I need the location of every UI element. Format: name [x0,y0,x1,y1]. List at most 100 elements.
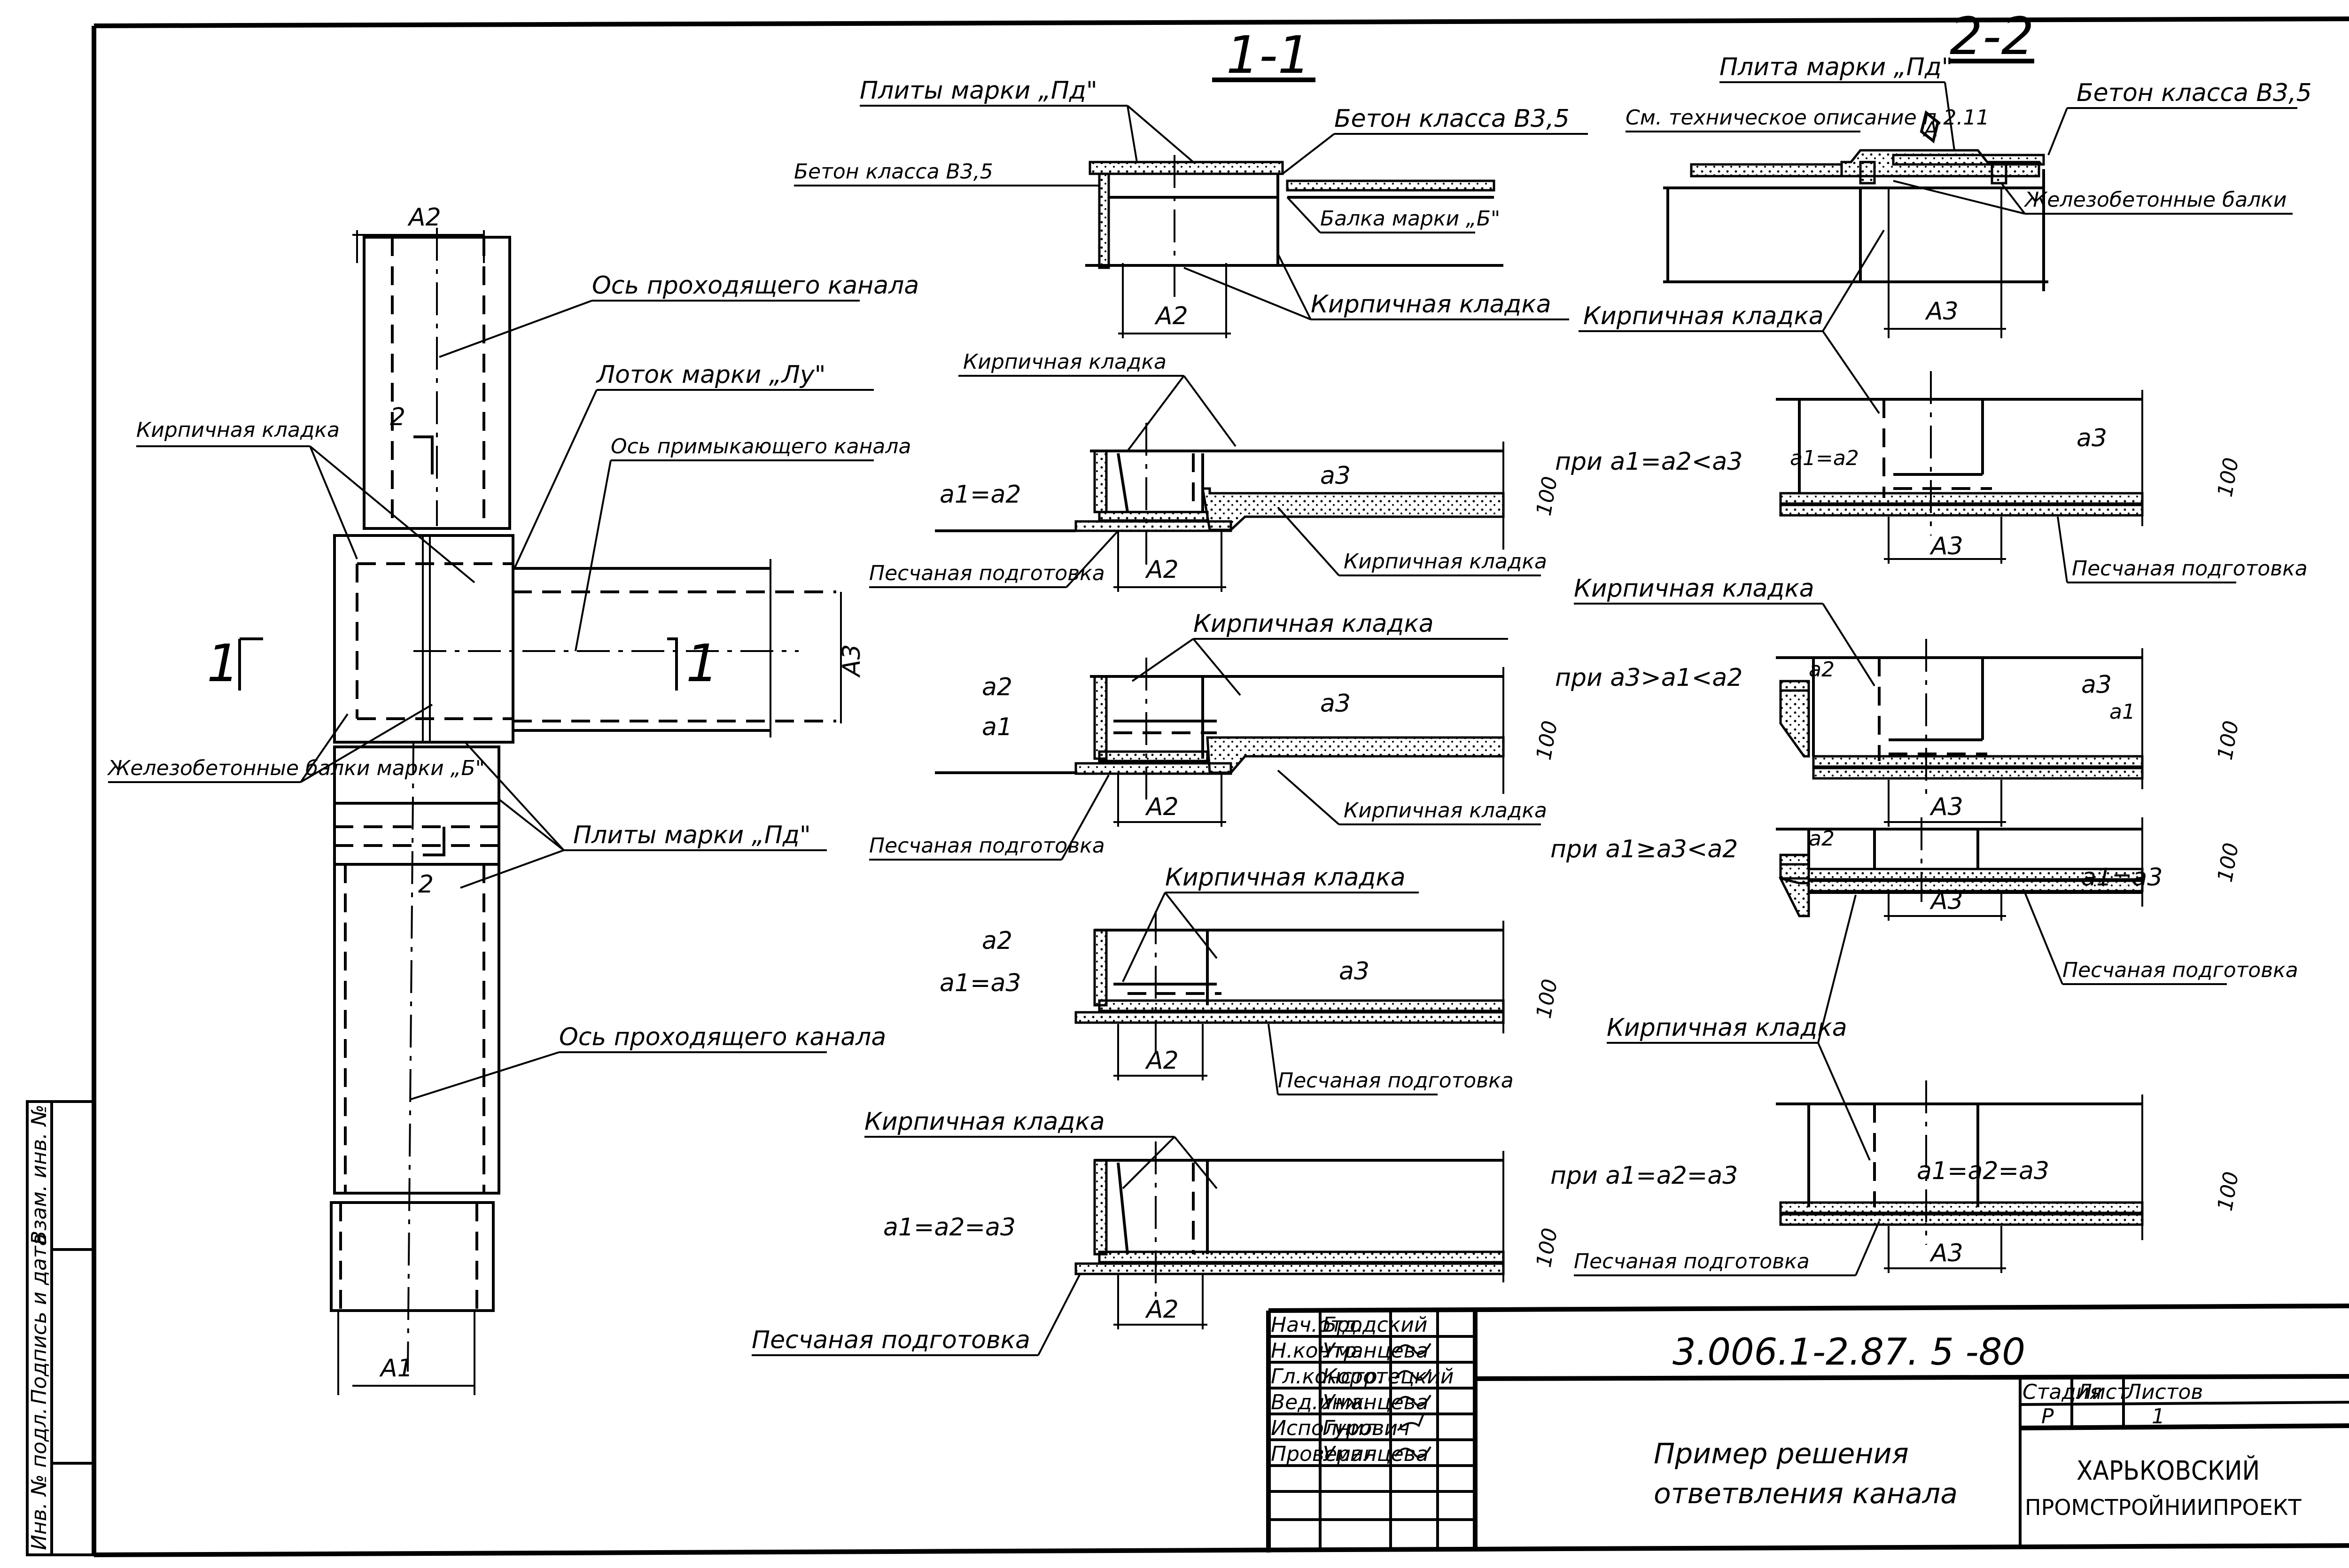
side-stamp: Инв. № подл. Подпись и дата Взам. инв. № [26,1100,94,1556]
s11-variant-1: a1=a2 a3 100 A2 Кирпичная кладка Песчана… [869,350,1562,592]
section-2-2: 2-2 A3 Плита марки „Пд" См. техническое … [1550,6,2312,1276]
s22-v1-h: 100 [2213,456,2244,499]
s11-v2-h: 100 [1532,719,1563,762]
s11-v1-brick-top: Кирпичная кладка [963,350,1167,374]
s22-v1-dim: A3 [1929,532,1963,560]
s22-v4-dim: A3 [1929,1239,1963,1267]
doc-code: 3.006.1-2.87. 5 -80 [1672,1331,2025,1374]
label-rc-beams: Железобетонные балки марки „Б" [107,756,485,780]
s22-label-spec: См. техническое описание п.2.11 [1626,106,1989,130]
s11-v4-brick-top: Кирпичная кладка [864,1108,1105,1136]
s11-v1-a3: a3 [1320,462,1351,490]
s11-v1-sand: Песчаная подготовка [869,561,1105,585]
s11-variant-3: a2 a1=a3 a3 100 A2 Кирпичная кладка Песч… [940,863,1562,1095]
s22-v1-sand: Песчаная подготовка [2072,557,2308,581]
s11-v3-a2: a2 [982,927,1012,955]
section-mark-1-left: 1 [207,633,240,693]
s11-v2-brick-top: Кирпичная кладка [1193,610,1434,638]
label-brick-masonry-plan: Кирпичная кладка [136,418,340,442]
section-title-1-1: 1-1 [1226,25,1311,85]
s11-v1-cond: a1=a2 [940,481,1021,509]
s22-v2-a1: a1 [2109,700,2135,724]
s11-label-concrete-left: Бетон класса В3,5 [794,160,993,184]
s11-v3-a3: a3 [1339,957,1369,986]
s11-v4-cond: a1=a2=a3 [883,1213,1016,1242]
dim-a1-plan: A1 [379,1354,413,1382]
plan-view: A3 A1 A2 1 1 2 2 Ось проходящего кан [107,203,919,1395]
person-role: Исполнил [1271,1416,1377,1440]
person-role: Н.контр. [1271,1339,1363,1363]
label-tray: Лоток марки „Лу" [596,361,826,389]
sheets-header: Листов [2125,1380,2203,1404]
title-block: Нач.отд. Бродский Н.контр. Уманцева Гл.к… [1266,1304,2349,1552]
person-role: Нач.отд. [1271,1313,1363,1337]
s11-v3-dim: A2 [1145,1047,1179,1075]
sheet-header: Лист [2076,1380,2130,1404]
s22-v2-a3: a3 [2081,671,2112,699]
s11-v2-a2: a2 [982,673,1012,701]
s11-v2-sand: Песчаная подготовка [869,834,1105,858]
s11-v3-brick-top: Кирпичная кладка [1165,863,1406,892]
s22-v4-h: 100 [2213,1170,2244,1213]
signature-mark [1394,1369,1431,1381]
s11-v2-brick-side: Кирпичная кладка [1344,799,1547,823]
s22-v3-h: 100 [2213,841,2244,884]
person-name: Бродский [1322,1313,1427,1337]
s11-v2-a1: a1 [982,713,1012,741]
label-slabs-plan: Плиты марки „Пд" [573,821,811,849]
s22-v4-a123: a1=a2=a3 [1917,1157,2049,1185]
s22-label-concrete: Бетон класса В3,5 [2077,79,2312,107]
s22-v2-h: 100 [2213,719,2244,762]
person-name: Уманцева [1322,1339,1429,1363]
s22-variant-1: при a1=a2<a3 a1=a2 a3 100 A3 Кирпичная к… [1555,229,2308,583]
s22-label-beams: Железобетонные балки [2023,188,2287,212]
s22-variant-3: при a1≥a3<a2 a2 a1=a3 100 A3 Песчаная по… [1550,817,2298,985]
person-name: Уманцева [1322,1442,1429,1466]
signature-mark [1397,1413,1424,1431]
s22-v1-brick: Кирпичная кладка [1583,302,1824,330]
s22-v4-cond: при a1=a2=a3 [1550,1162,1738,1190]
s11-label-brick: Кирпичная кладка [1311,290,1551,318]
s22-v1-cond2: a1=a2 [1790,446,1859,470]
signature-mark [1394,1395,1431,1407]
drawing-title-line2: ответвления канала [1654,1477,1958,1510]
s22-spec-mark: А [1922,117,1938,141]
s11-label-beam: Балка марки „Б" [1320,207,1500,231]
s22-v2-dim: A3 [1929,793,1963,821]
s22-v2-cond: при a3>a1<a2 [1555,664,1742,692]
s11-variant-4: a1=a2=a3 100 A2 Кирпичная кладка Песчана… [752,1108,1562,1356]
s22-v2-cond2: a2 [1809,658,1835,682]
signature-mark [1394,1446,1431,1459]
s22-v3-dim: A3 [1929,887,1963,915]
side-stamp-sign-date: Подпись и дата [27,1234,51,1405]
section-title-2-2: 2-2 [1950,6,2034,66]
label-axis-passing-bottom: Ось проходящего канала [559,1023,886,1051]
s22-v3-a13: a1=a3 [2081,863,2162,892]
person-role: Проверил [1271,1442,1377,1466]
dim-a3-plan: A3 [838,644,866,678]
stage-value: Р [2041,1405,2054,1428]
title-block-rows [1268,1335,1475,1521]
drawing-title-line1: Пример решения [1654,1437,1909,1470]
person-role: Гл.констр. [1271,1365,1384,1389]
s22-label-slab: Плита марки „Пд" [1719,53,1953,81]
signature-mark [1394,1343,1431,1355]
s11-v3-sand: Песчаная подготовка [1278,1069,1514,1093]
s22-v4-sand: Песчаная подготовка [1574,1250,1810,1273]
person-name: Уманцева [1322,1390,1429,1414]
s22-v4-brick: Кирпичная кладка [1607,1014,1847,1042]
label-axis-passing-top: Ось проходящего канала [592,272,919,300]
s22-v1-cond: при a1=a2<a3 [1555,448,1742,476]
person-name: Коротецкий [1322,1365,1454,1389]
s22-top-dim: A3 [1925,297,1959,326]
section-mark-1-right: 1 [686,633,719,693]
side-stamp-replaced: Взам. инв. № [27,1104,51,1245]
s11-v2-dim: A2 [1145,793,1179,821]
title-block-people: Нач.отд. Бродский Н.контр. Уманцева Гл.к… [1271,1313,1454,1466]
s22-variant-4: при a1=a2=a3 a1=a2=a3 100 A3 Песчаная по… [1550,1080,2244,1276]
s22-v1-a3: a3 [2077,424,2107,452]
s11-v2-a3: a3 [1320,690,1351,718]
s22-v3-cond2: a2 [1809,827,1835,851]
section-1-1: 1-1 A2 Плиты марки „Пд" Бетон класса В3,… [752,25,1588,1356]
